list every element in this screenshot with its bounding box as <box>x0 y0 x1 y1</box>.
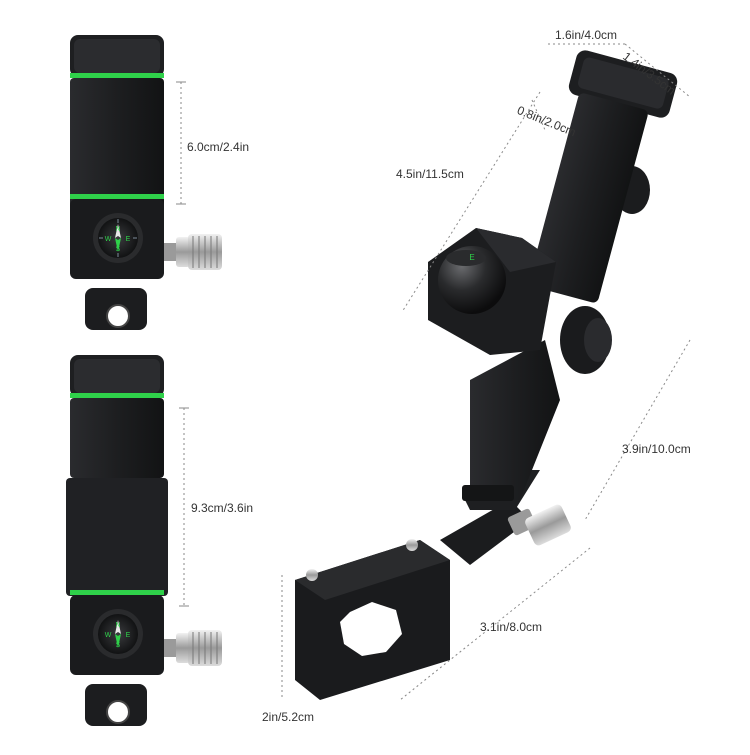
dim-label-extended: 9.3cm/3.6in <box>191 501 254 515</box>
compass-n: N <box>115 622 120 629</box>
compass-icon <box>98 614 138 654</box>
mount-assembled: E <box>295 50 678 700</box>
compass-e: E <box>126 632 131 639</box>
compass-n: N <box>115 226 120 233</box>
mount-ring-icon <box>107 305 129 327</box>
mount-ring-icon <box>107 701 129 723</box>
dim-label-arm-height: 3.9in/10.0cm <box>622 442 691 456</box>
holder-extended: N E S W <box>66 355 222 726</box>
dim-lines-right <box>281 43 691 701</box>
dim-label-compact: 6.0cm/2.4in <box>187 140 250 154</box>
compass-e: E <box>126 236 131 243</box>
compass-w: W <box>105 632 112 639</box>
dim-label-bar-clamp: 2in/5.2cm <box>262 710 315 724</box>
compass-e: E <box>469 253 474 262</box>
green-stripe-top <box>70 73 164 78</box>
compass-s: S <box>116 642 121 649</box>
compass-s: S <box>116 246 121 253</box>
holder-compact: N E S W <box>70 35 222 330</box>
knob-screw-icon <box>525 504 571 546</box>
dim-label-clamp-width: 1.6in/4.0cm <box>555 28 618 42</box>
compass-w: W <box>105 236 112 243</box>
dim-label-base-length: 3.1in/8.0cm <box>480 620 543 634</box>
bar-opening <box>340 602 402 656</box>
dim-label-holder-height: 4.5in/11.5cm <box>396 167 464 181</box>
compass-icon <box>98 218 138 258</box>
green-stripe-bottom <box>70 194 164 199</box>
